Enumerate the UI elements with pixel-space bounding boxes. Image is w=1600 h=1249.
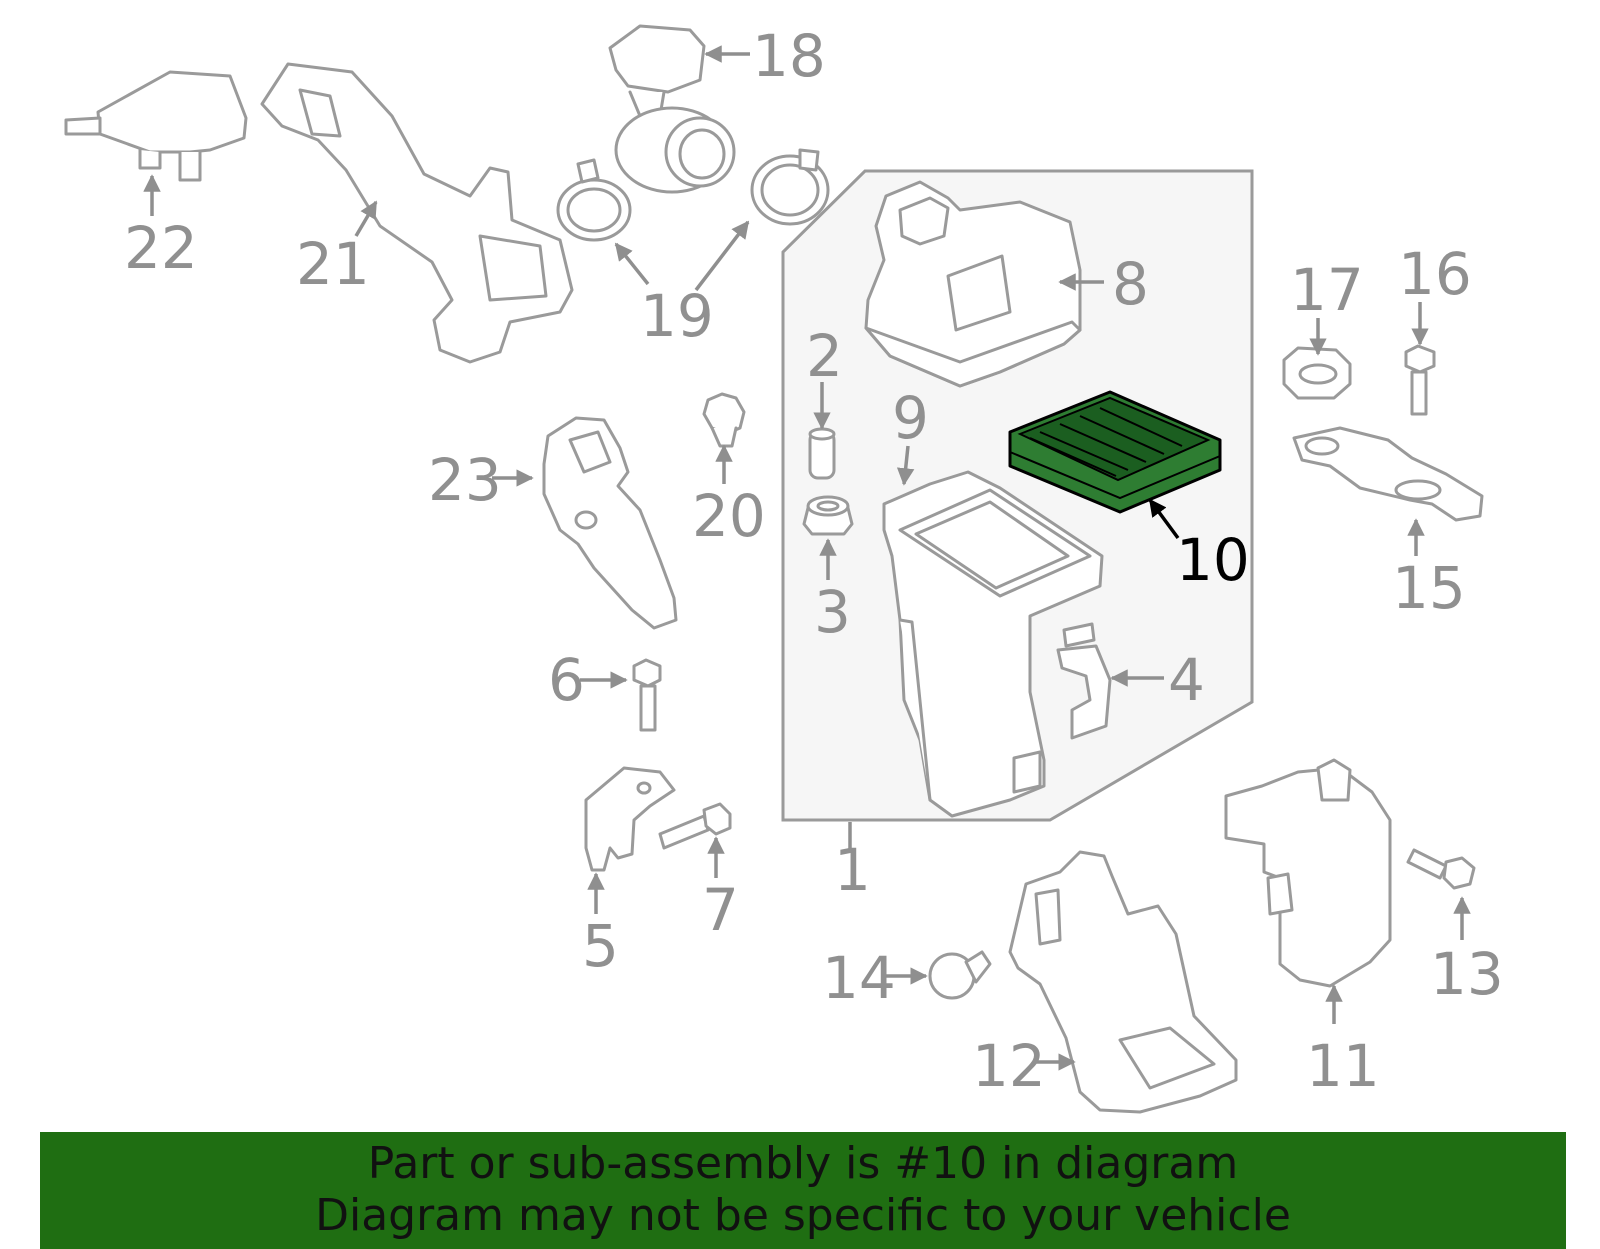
part-20-grommet [702,392,746,448]
part-19-clamp-right [750,148,830,226]
part-21-intake-duct [260,62,574,364]
callout-15: 15 [1392,554,1466,622]
callout-7: 7 [702,876,739,944]
parts-diagram: 22 21 18 19 8 2 9 10 3 4 17 16 15 20 23 … [64,22,1504,1114]
part-18-resonator [608,24,736,194]
part-8-upper-housing [864,180,1082,388]
callout-19: 19 [640,282,714,350]
part-10-air-filter [1008,390,1222,514]
callout-8: 8 [1112,250,1149,318]
part-13-bolt [1406,848,1476,890]
callout-2: 2 [806,322,843,390]
callout-10: 10 [1176,526,1250,594]
part-17-nut [1282,346,1352,400]
callout-1: 1 [834,836,871,904]
part-9-lower-case [882,470,1104,818]
banner-line-part: Part or sub-assembly is #10 in diagram [367,1138,1239,1189]
part-2-sleeve [808,427,836,480]
part-19-clamp-left [556,158,632,242]
part-16-bolt [1404,344,1436,416]
part-6-bolt [632,658,662,732]
callout-20: 20 [692,482,766,550]
callout-23: 23 [428,446,502,514]
leader-lines [143,45,1471,1071]
part-11-resonator-box [1224,758,1392,988]
part-15-bracket [1292,426,1484,522]
callout-9: 9 [892,384,929,452]
part-23-sensor [542,416,678,630]
callout-5: 5 [582,912,619,980]
part-5-bracket [584,766,676,872]
callout-4: 4 [1168,646,1205,714]
callout-17: 17 [1290,256,1364,324]
part-3-grommet [802,495,854,536]
part-7-bolt [658,802,732,850]
callout-21: 21 [296,230,370,298]
callout-22: 22 [124,214,198,282]
callout-14: 14 [822,944,896,1012]
callout-12: 12 [972,1032,1046,1100]
callout-labels: 22 21 18 19 8 2 9 10 3 4 17 16 15 20 23 … [124,22,1504,1100]
part-4-clip [1056,622,1112,740]
banner-line-disclaimer: Diagram may not be specific to your vehi… [315,1190,1291,1241]
callout-16: 16 [1398,240,1472,308]
part-22-cover [64,70,248,182]
callout-11: 11 [1306,1032,1380,1100]
callout-3: 3 [814,578,851,646]
callout-18: 18 [752,22,826,90]
callout-6: 6 [548,646,585,714]
part-14-grommet [928,950,992,1000]
part-12-duct [1008,850,1238,1114]
info-banner: Part or sub-assembly is #10 in diagram D… [40,1132,1566,1249]
callout-13: 13 [1430,940,1504,1008]
